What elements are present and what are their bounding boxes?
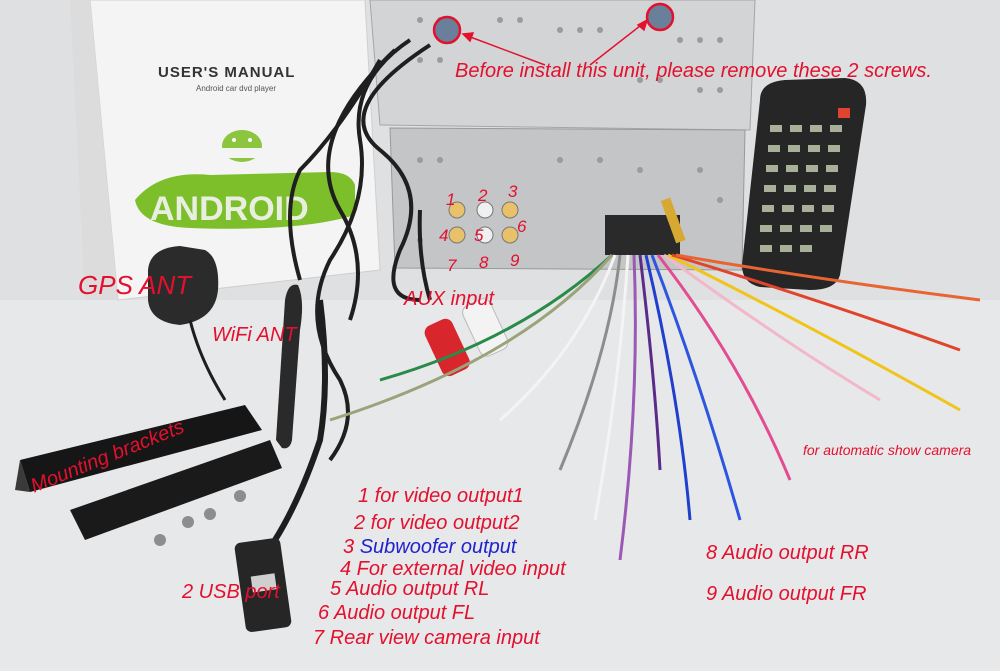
port-number-1: 1: [446, 190, 456, 209]
legend-item-7: 7 Rear view camera input: [313, 627, 540, 649]
harness-connector: [605, 215, 680, 255]
manual-box: ANDROID: [70, 0, 381, 301]
legend-item-3-number: 3: [343, 536, 355, 558]
port-number-8: 8: [479, 253, 489, 272]
gps-antenna: [148, 246, 227, 401]
screw-arrows: [461, 18, 649, 66]
manual-subtitle: Android car dvd player: [196, 84, 277, 93]
harness-wires: [329, 253, 981, 561]
remote-control: [742, 78, 867, 290]
rca-ports: [448, 201, 519, 244]
aux-input-label: AUX input: [404, 288, 495, 310]
mounting-brackets: [15, 405, 282, 540]
head-unit: [369, 0, 756, 271]
legend-item-4: 4 For external video input: [340, 558, 566, 580]
aux-rca-plugs: [424, 298, 509, 377]
wifi-ant-label: WiFi ANT: [212, 324, 297, 346]
auto-camera-label: for automatic show camera: [803, 442, 972, 458]
screw-right: [645, 2, 675, 32]
manual-title: USER'S MANUAL: [158, 64, 296, 81]
legend-item-1: 1 for video output1: [358, 485, 524, 507]
port-number-5: 5: [474, 226, 484, 245]
screw-left: [432, 15, 462, 45]
port-number-7: 7: [447, 256, 457, 275]
screws-note: Before install this unit, please remove …: [455, 60, 932, 82]
legend-item-3: 3 Subwoofer output: [343, 537, 516, 557]
gps-ant-label: GPS ANT: [78, 270, 192, 300]
wifi-antenna: [276, 284, 303, 449]
android-logo: [222, 130, 262, 162]
port-number-9: 9: [510, 251, 520, 270]
black-cables: [288, 38, 432, 462]
legend-item-5: 5 Audio output RL: [330, 578, 490, 600]
legend-item-6: 6 Audio output FL: [318, 602, 476, 624]
legend-item-9: 9 Audio output FR: [706, 583, 867, 605]
android-banner-mark: ANDROID: [150, 190, 309, 228]
antenna-connector: [660, 197, 686, 244]
port-number-3: 3: [508, 182, 518, 201]
port-number-2: 2: [478, 186, 488, 205]
legend-item-3-text: Subwoofer output: [359, 536, 517, 558]
loose-screws: [154, 490, 246, 546]
port-number-4: 4: [439, 226, 449, 245]
port-number-6: 6: [517, 217, 527, 236]
usb-port-label: 2 USB port: [182, 581, 280, 603]
legend-item-2: 2 for video output2: [354, 512, 520, 534]
legend-item-8: 8 Audio output RR: [706, 542, 869, 564]
android-banner: [135, 172, 355, 229]
